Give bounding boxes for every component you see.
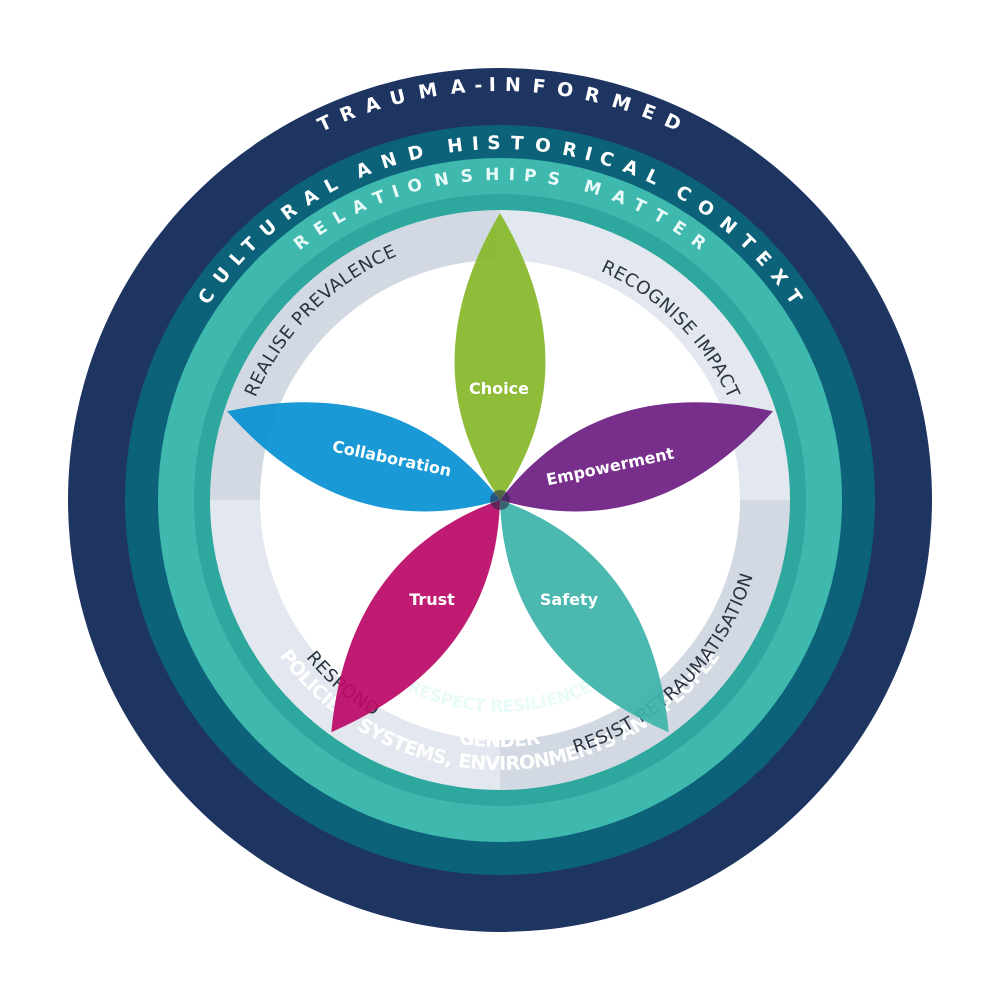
petal-empowerment bbox=[500, 402, 773, 512]
flower bbox=[227, 213, 773, 733]
ring-label-gender: GENDER bbox=[458, 728, 542, 752]
flower-center bbox=[490, 490, 510, 510]
petal-trust bbox=[331, 500, 500, 733]
petal-safety bbox=[500, 500, 669, 733]
petal-label-choice: Choice bbox=[469, 379, 529, 398]
petal-collaboration bbox=[227, 402, 500, 512]
petal-label-trust: Trust bbox=[409, 590, 455, 609]
petal-label-safety: Safety bbox=[540, 590, 599, 609]
petal-choice bbox=[454, 213, 546, 500]
